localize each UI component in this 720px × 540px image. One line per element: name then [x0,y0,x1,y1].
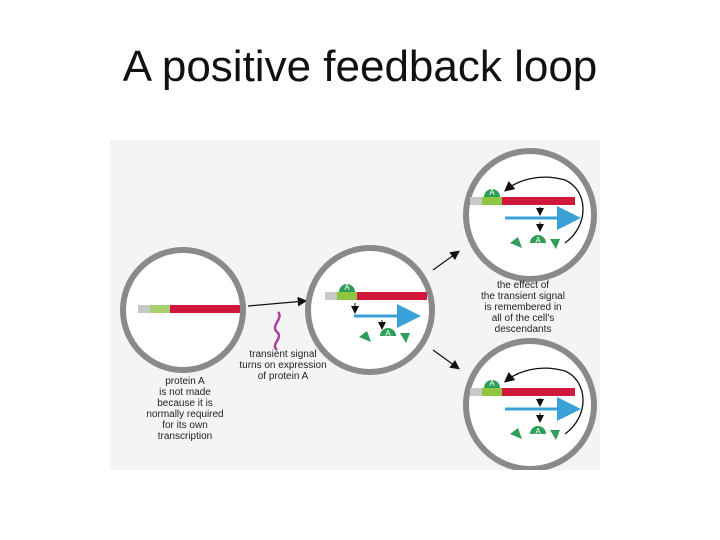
cell-membrane [305,245,435,375]
protein-a-bound [339,284,355,292]
protein-a-label: A [489,188,495,197]
protein-a-label: A [385,329,391,338]
regulatory-dna [470,388,482,396]
promoter-region [482,197,502,205]
protein-a [359,331,371,342]
protein-a [510,237,522,248]
regulatory-dna [138,305,150,313]
cell-descendant-bottom: A A [463,338,597,470]
cell-membrane [463,148,597,282]
caption-transient-signal: transient signal turns on expression of … [239,349,327,382]
feedback-arrow [504,176,584,244]
cell-activated: A A [305,245,435,375]
protein-a-label: A [489,379,495,388]
promoter-region [150,305,170,313]
protein-a-label: A [344,283,350,292]
slide-title: A positive feedback loop [122,42,598,91]
transient-signal-squiggle [273,311,281,351]
regulatory-dna [470,197,482,205]
gene-a [502,197,575,205]
protein-a-label: A [535,236,541,245]
promoter-region [337,292,357,300]
gene-a [357,292,427,300]
promoter-region [482,388,502,396]
feedback-arrow [504,367,584,435]
feedback-loop-diagram: A A A A [120,148,597,470]
cell-inactive [120,247,246,373]
protein-a-bound [484,380,500,388]
protein-a [530,235,546,243]
caption-protein-not-made: protein A is not made because it is norm… [146,376,224,442]
protein-a [400,333,410,343]
arrow-to-daughter-top [432,250,460,271]
protein-a [550,430,560,440]
arrow-to-activated-cell [247,296,308,307]
protein-a-bound [484,189,500,197]
caption-effect-remembered: the effect of the transient signal is re… [481,280,565,335]
gene-a [170,305,240,313]
protein-a [550,239,560,249]
gene-a [502,388,575,396]
feedback-loop-figure: A A A A [110,140,600,470]
cell-descendant-top: A A [463,148,597,282]
protein-a [530,426,546,434]
arrow-to-daughter-bottom [432,349,460,370]
protein-a [380,328,396,336]
regulatory-dna [325,292,337,300]
cell-membrane [463,338,597,470]
protein-a-label: A [535,427,541,436]
protein-a [510,428,522,439]
